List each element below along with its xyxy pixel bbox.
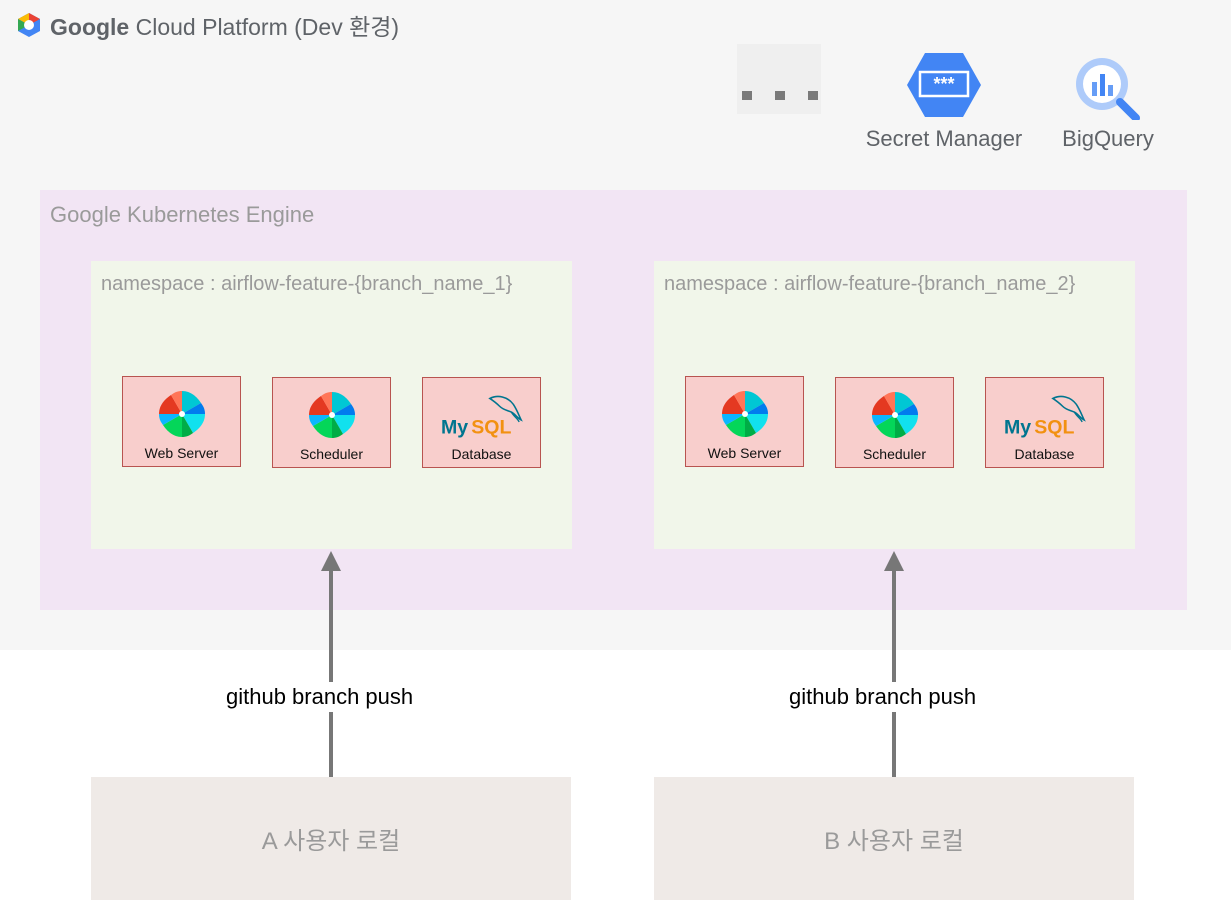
arrow-b-head (884, 551, 904, 571)
gcp-region: Google Cloud Platform (Dev 환경) *** Secre… (16, 10, 1187, 610)
namespace-2: namespace : airflow-feature-{branch_name… (654, 261, 1135, 549)
database-2: Database (985, 377, 1104, 468)
airflow-pinwheel-icon (157, 389, 207, 439)
arrow-a-head (321, 551, 341, 571)
web-server-2-label: Web Server (707, 445, 782, 461)
gcp-title-rest: Cloud Platform (Dev 환경) (135, 14, 400, 40)
web-server-1-label: Web Server (144, 445, 219, 461)
edge-label-b: github branch push (787, 682, 979, 712)
google-cloud-hexagon-icon (18, 13, 40, 37)
arrow-a-line (329, 568, 333, 777)
database-2-label: Database (1014, 446, 1075, 462)
edge-label-a: github branch push (224, 682, 416, 712)
bigquery-service: BigQuery (1052, 52, 1164, 152)
secret-manager-service: *** Secret Manager (858, 52, 1030, 152)
secret-manager-icon: *** (907, 53, 981, 117)
gcp-title: Google Cloud Platform (Dev 환경) (16, 10, 399, 40)
gcp-title-bold: Google (50, 14, 130, 40)
database-1-label: Database (451, 446, 512, 462)
secret-manager-label: Secret Manager (865, 126, 1023, 151)
airflow-pinwheel-icon (870, 390, 920, 440)
user-b-local: B 사용자 로컬 (654, 777, 1134, 900)
namespace-1: namespace : airflow-feature-{branch_name… (91, 261, 572, 549)
scheduler-1-label: Scheduler (299, 446, 364, 462)
web-server-2: Web Server (685, 376, 804, 467)
namespace-1-title: namespace : airflow-feature-{branch_name… (101, 273, 513, 295)
bigquery-label: BigQuery (1062, 126, 1154, 151)
scheduler-1: Scheduler (272, 377, 391, 468)
gke-cluster: Google Kubernetes Engine namespace : air… (40, 190, 1187, 610)
user-b-label: B 사용자 로컬 (824, 828, 964, 855)
database-1: Database (422, 377, 541, 468)
user-a-local: A 사용자 로컬 (91, 777, 571, 900)
scheduler-2: Scheduler (835, 377, 954, 468)
web-server-1: Web Server (122, 376, 241, 467)
mysql-dolphin-icon (439, 392, 527, 442)
gke-title: Google Kubernetes Engine (50, 202, 315, 227)
mysql-dolphin-icon (1002, 392, 1090, 442)
user-a-label: A 사용자 로컬 (261, 828, 401, 855)
more-services-ellipsis (737, 44, 821, 114)
bigquery-icon (1076, 58, 1140, 120)
airflow-pinwheel-icon (720, 389, 770, 439)
arrow-b-line (892, 568, 896, 777)
airflow-pinwheel-icon (307, 390, 357, 440)
namespace-2-title: namespace : airflow-feature-{branch_name… (664, 273, 1076, 295)
svg-text:***: *** (933, 74, 954, 94)
scheduler-2-label: Scheduler (862, 446, 927, 462)
